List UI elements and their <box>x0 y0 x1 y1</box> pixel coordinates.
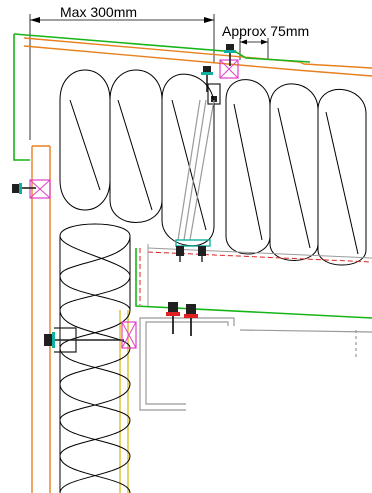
dimension-max: Max 300mm <box>29 4 215 140</box>
rail-fixing-screw-1 <box>166 302 180 334</box>
dimension-max-arrow-left <box>30 17 40 23</box>
wall-timber-spacer <box>121 321 137 349</box>
second-fixing-screw <box>201 66 221 105</box>
left-timber-spacer <box>29 179 51 199</box>
dimension-approx-arrow-left <box>240 39 247 45</box>
wall-fixing-screw <box>44 327 124 353</box>
verge-flashing-left <box>13 34 30 161</box>
roof-sheet <box>23 37 372 77</box>
dimension-approx-label: Approx 75mm <box>222 23 309 39</box>
insulation-base-fixing <box>175 239 211 262</box>
dimension-max-arrow-right <box>204 17 214 23</box>
left-fixing-screw <box>12 183 36 194</box>
dimension-max-label: Max 300mm <box>60 4 137 20</box>
top-fixing-screw <box>224 44 236 66</box>
upper-insulation <box>59 69 367 266</box>
top-timber-spacer <box>219 59 239 79</box>
ridge-flashing <box>13 33 311 63</box>
support-bracket <box>139 317 372 411</box>
rail-fixing-screw-2 <box>184 304 198 336</box>
rail-flashing <box>135 244 372 319</box>
lower-insulation <box>59 223 131 493</box>
internal-flashing <box>177 99 215 241</box>
dimension-approx-arrow-right <box>261 39 268 45</box>
left-wall-sheet <box>31 145 51 493</box>
dimension-approx: Approx 75mm <box>222 23 309 60</box>
